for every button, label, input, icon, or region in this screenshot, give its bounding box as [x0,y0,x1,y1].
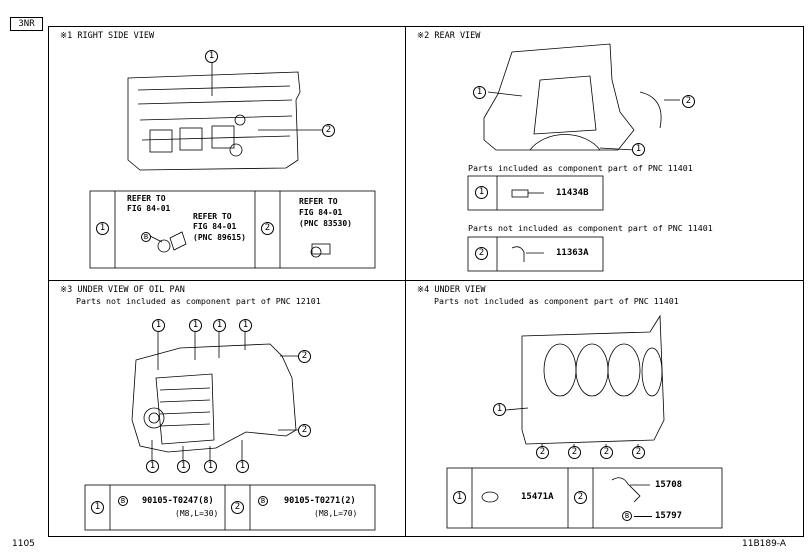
callout-1: 1 [236,460,249,473]
oil-pan-illustration [131,332,298,460]
callout-1: 1 [213,319,226,332]
bolt-part-number-1: 90105-T0247(8) [142,496,214,506]
callout-1: 1 [177,460,190,473]
callout-1: 1 [189,319,202,332]
refer-to-label: REFER TO [299,197,338,206]
callout-1: 1 [632,143,645,156]
refer-to-label: REFER TO [193,212,232,221]
row-number-1: 1 [96,222,109,235]
model-tag: 3NR [10,17,43,31]
part-number-15708: 15708 [655,480,683,490]
panel2-title: ※2 REAR VIEW [417,31,481,41]
right-side-view-illustration [127,60,322,171]
callout-1: 1 [204,460,217,473]
row-number-1: 1 [475,186,488,199]
panel4-note: Parts not included as component part of … [434,296,679,306]
rear-view-illustration [483,43,680,151]
bolt-part-number-2: 90105-T0271(2) [284,496,356,506]
page-number: 1105 [12,539,35,549]
part-number-11363a: 11363A [556,248,589,258]
sensor-part-a-illustration [149,231,187,253]
part-number-15797: 15797 [655,511,683,521]
callout-2: 2 [536,446,549,459]
callout-1: 1 [205,50,218,63]
bolt-spec-2: (M8,L=70) [314,509,358,518]
callout-1: 1 [152,319,165,332]
diagram-frame [48,26,804,537]
bolt-spec-1: (M8,L=30) [175,509,219,518]
callout-2: 2 [322,124,335,137]
fig-ref-label: FIG 84-01 [299,208,343,217]
part-number-11434b: 11434B [556,188,589,198]
row-number-2: 2 [574,491,587,504]
figure-code: 11B189-A [742,539,787,549]
part-15471a-illustration [481,491,499,503]
callout-2: 2 [632,446,645,459]
fig-ref-label: FIG 84-01 [127,204,171,213]
b-badge: B [622,511,632,521]
part-11434b-illustration [511,189,544,198]
row-number-1: 1 [453,491,466,504]
row-number-1: 1 [91,501,104,514]
horizontal-divider [48,280,804,281]
b-badge: B [258,496,268,506]
refer-to-label: REFER TO [127,194,166,203]
callout-2: 2 [568,446,581,459]
leader-line [634,516,652,517]
callout-1: 1 [239,319,252,332]
part-11363a-illustration [511,246,544,262]
pnc-ref-label: (PNC 83530) [299,219,352,228]
panel4-title: ※4 UNDER VIEW [417,285,486,295]
callout-1: 1 [473,86,486,99]
included-note: Parts included as component part of PNC … [468,163,693,173]
under-view-illustration [505,314,665,448]
panel3-note: Parts not included as component part of … [76,296,321,306]
callout-1: 1 [146,460,159,473]
pnc-ref-label: (PNC 89615) [193,233,246,242]
part-number-15471a: 15471A [521,492,554,502]
fig-ref-label: FIG 84-01 [193,222,237,231]
b-badge: B [118,496,128,506]
callout-2: 2 [600,446,613,459]
panel3-title: ※3 UNDER VIEW OF OIL PAN [60,285,185,295]
sensor-part-c-illustration [310,243,331,258]
vertical-divider [405,26,406,537]
callout-2: 2 [298,424,311,437]
row-number-2: 2 [231,501,244,514]
row-number-2: 2 [261,222,274,235]
panel1-title: ※1 RIGHT SIDE VIEW [60,31,155,41]
callout-2: 2 [298,350,311,363]
callout-2: 2 [682,95,695,108]
b-badge: B [141,232,151,242]
not-included-note: Parts not included as component part of … [468,223,713,233]
part-15708-illustration [611,477,650,503]
row-number-2: 2 [475,247,488,260]
callout-1: 1 [493,403,506,416]
